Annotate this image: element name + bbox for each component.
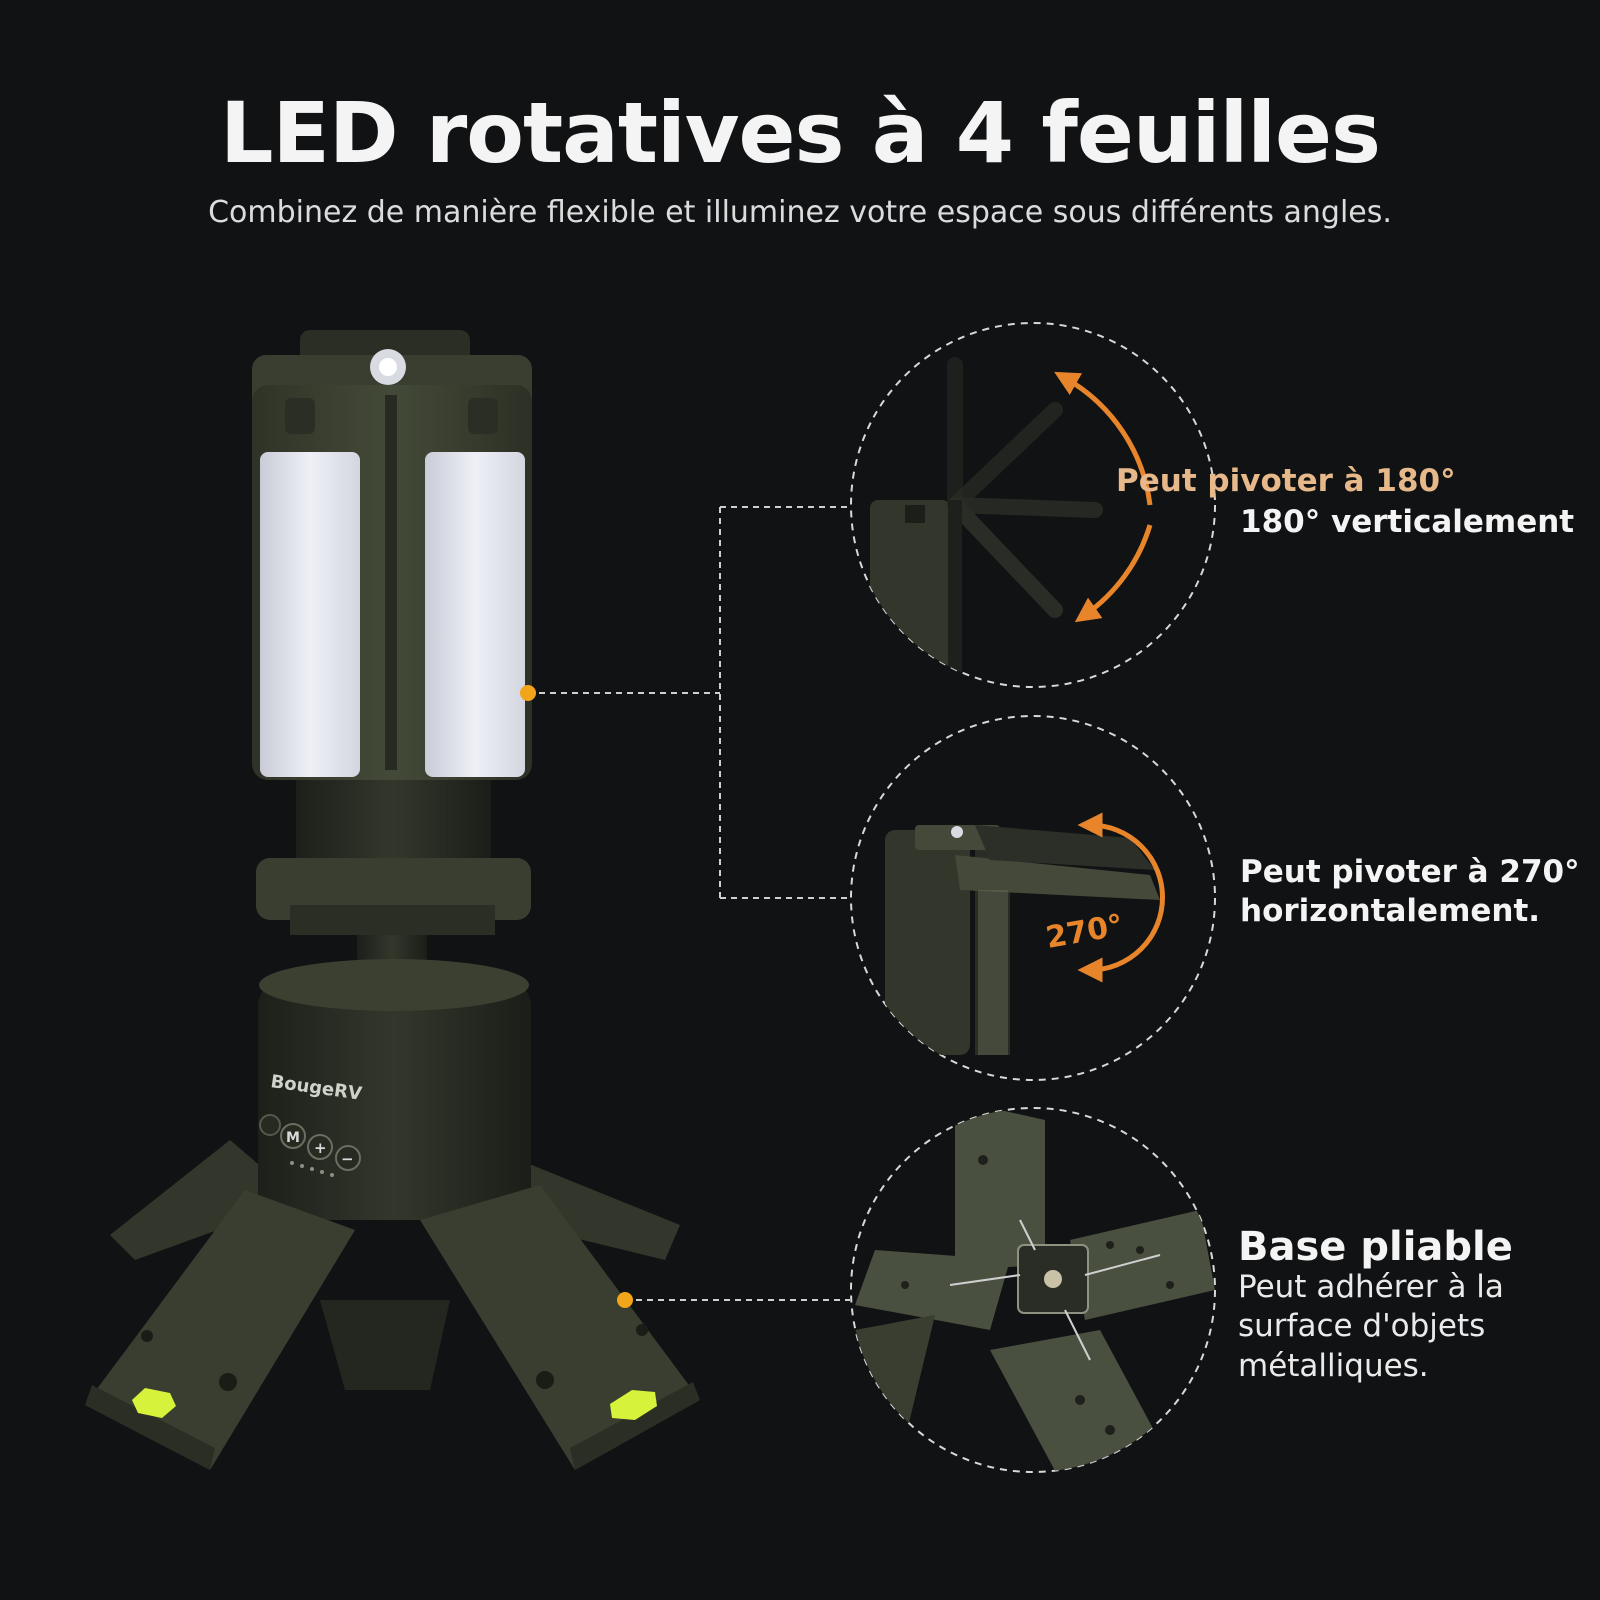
marker-dot-led [520, 685, 536, 701]
detail-circle-vertical [850, 322, 1216, 688]
leg-back-center [320, 1300, 450, 1390]
detail-circle-base [850, 1107, 1216, 1473]
battery-indicator [290, 1161, 334, 1177]
svg-text:+: + [314, 1139, 327, 1157]
connector-lines [528, 506, 850, 1301]
led-panel-left [260, 452, 360, 777]
minus-button[interactable] [335, 1145, 361, 1171]
svg-text:−: − [341, 1150, 354, 1168]
reflector-left [132, 1388, 176, 1418]
callout-horizontal-text: Peut pivoter à 270° horizontalement. [1240, 854, 1580, 929]
leg-back-left [110, 1140, 300, 1260]
mode-button[interactable] [280, 1123, 306, 1149]
svg-text:M: M [286, 1130, 300, 1146]
detail-circle-horizontal: 270° [850, 715, 1216, 1081]
callout-base-text: Peut adhérer à la surface d'objets métal… [1238, 1269, 1504, 1384]
reflector-right [610, 1390, 657, 1420]
page-subtitle: Combinez de manière flexible et illumine… [208, 195, 1392, 230]
marker-dot-base [617, 1292, 633, 1308]
callout-vertical-text: 180° verticalement [1240, 504, 1575, 540]
callout-vertical-accent: Peut pivoter à 180° [1116, 463, 1456, 499]
page-title: LED rotatives à 4 feuilles [219, 84, 1381, 182]
plus-button[interactable] [307, 1134, 333, 1160]
speaker-icon [259, 1114, 281, 1136]
callout-base-heading: Base pliable [1238, 1224, 1513, 1270]
led-panel-right [425, 452, 525, 777]
lantern: BougeRV M + − [85, 330, 700, 1470]
